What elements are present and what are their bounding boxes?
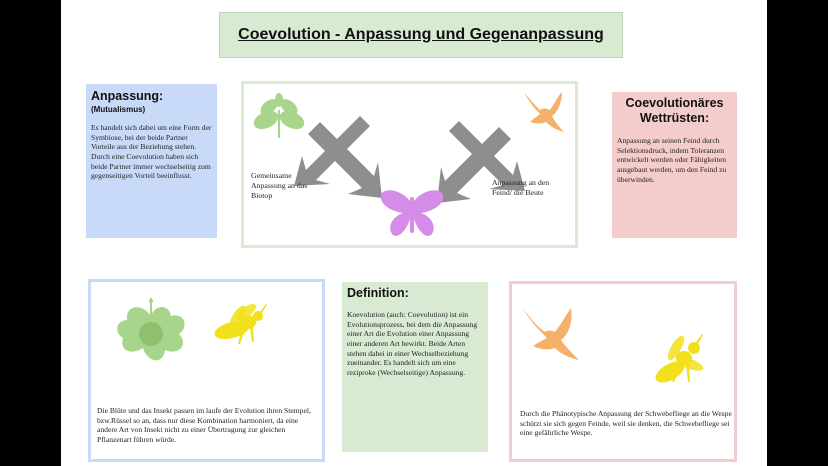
double-arrow-left-icon xyxy=(294,116,382,198)
slide: Coevolution - Anpassung und Gegenanpassu… xyxy=(61,0,767,466)
definition-heading: Definition: xyxy=(347,286,409,300)
anpassung-box: Anpassung: (Mutualismus) Es handelt sich… xyxy=(86,84,217,238)
flower-bee-panel: Die Blüte und das Insekt passen im laufe… xyxy=(88,279,325,462)
center-diagram: Gemeinsame Anpassung an das Biotop Anpas… xyxy=(241,81,578,248)
wettruesten-text: Anpassung an seinen Feind durch Selektio… xyxy=(617,136,727,184)
bird-wasp-caption: Durch die Phänotypische Anpassung der Sc… xyxy=(520,409,732,438)
left-label: Gemeinsame Anpassung an das Biotop xyxy=(251,171,308,200)
anpassung-subheading: (Mutualismus) xyxy=(91,105,146,114)
anpassung-text: Es handelt sich dabei um eine Form der S… xyxy=(91,123,212,181)
butterfly-icon xyxy=(380,190,444,236)
hawk-icon xyxy=(523,308,579,360)
definition-box: Definition: Koevolution (auch: Coevoluti… xyxy=(342,282,488,452)
flower-bee-caption: Die Blüte und das Insekt passen im laufe… xyxy=(97,406,311,444)
bee-icon xyxy=(214,303,267,344)
bird-icon xyxy=(524,92,564,132)
page-title: Coevolution - Anpassung und Gegenanpassu… xyxy=(238,26,604,43)
wettruesten-heading: Coevolutionäres Wettrüsten: xyxy=(625,96,724,125)
flower-icon xyxy=(117,298,185,361)
wasp-icon xyxy=(655,334,704,383)
definition-text: Koevolution (auch: Coevolution) ist ein … xyxy=(347,310,478,377)
double-arrow-right-icon xyxy=(437,121,525,203)
wettruesten-box: Coevolutionäres Wettrüsten: Anpassung an… xyxy=(612,92,737,238)
title-box: Coevolution - Anpassung und Gegenanpassu… xyxy=(219,12,623,58)
bird-wasp-panel: Durch die Phänotypische Anpassung der Sc… xyxy=(509,281,737,462)
right-label: Anpassung an den Feind/ die Beute xyxy=(492,178,550,197)
anpassung-heading: Anpassung: xyxy=(91,89,164,103)
plant-icon xyxy=(253,93,305,138)
